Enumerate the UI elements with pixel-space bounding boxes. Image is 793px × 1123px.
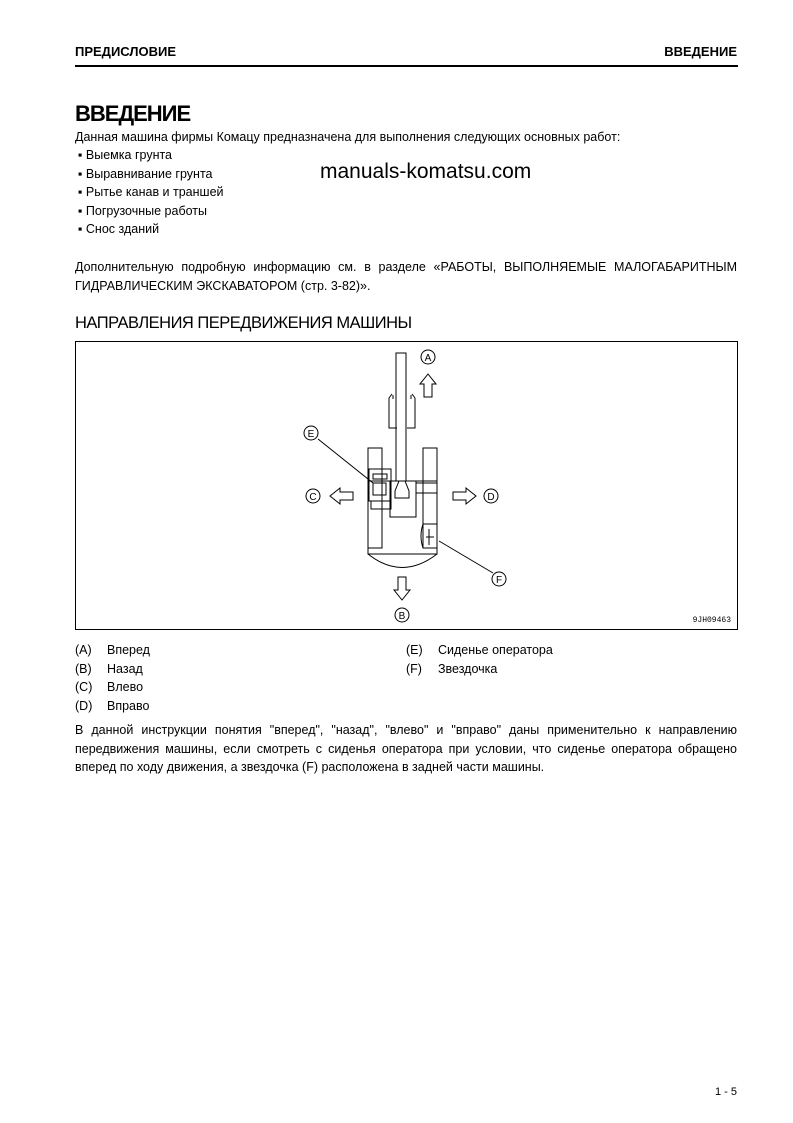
bullet-list: ▪ Выемка грунта ▪ Выравнивание грунта ▪ … [78, 146, 224, 239]
label-f: F [496, 575, 502, 586]
leader-e [317, 438, 374, 484]
header-rule [75, 65, 738, 67]
intro-text: Данная машина фирмы Комацу предназначена… [75, 130, 621, 144]
list-item: ▪ Выемка грунта [78, 148, 173, 162]
label-c-circle [305, 488, 321, 504]
header-section: ПРЕДИСЛОВИЕ [75, 44, 176, 59]
more-info-text: Дополнительную подробную информацию см. … [75, 260, 737, 293]
legend-item: (D)Вправо [75, 698, 150, 713]
list-item: ▪ Снос зданий [78, 222, 160, 236]
arrow-forward-icon [418, 373, 438, 398]
legend-item: (C)Влево [75, 680, 144, 694]
page-title: ВВЕДЕНИЕ [75, 101, 191, 126]
legend-left: (A)Вперед (B)Назад (C)Влево (D)Вправо [75, 641, 150, 715]
list-item: ▪ Рытье канав и траншей [78, 185, 224, 199]
legend-item: (F)Звездочка [406, 661, 498, 676]
figure-frame: A B C D E F 9JH09463 [75, 341, 738, 630]
legend-right: (E)Сиденье оператора (F)Звездочка [406, 641, 553, 678]
seat-back [372, 473, 388, 480]
list-item: ▪ Погрузочные работы [78, 203, 208, 218]
watermark: manuals-komatsu.com [320, 160, 532, 183]
seat-cushion [372, 482, 387, 496]
section-title: НАПРАВЛЕНИЯ ПЕРЕДВИЖЕНИЯ МАШИНЫ [75, 314, 412, 332]
arrow-left-icon [329, 486, 354, 506]
boom [395, 352, 407, 482]
swing-bracket [389, 480, 417, 518]
legend-item: (A)Вперед [75, 643, 150, 657]
arrow-backward-icon [392, 576, 412, 601]
sprocket-housing [420, 523, 437, 549]
sprocket [426, 529, 434, 545]
label-d-circle [483, 488, 499, 504]
figure-id: 9JH09463 [692, 616, 731, 625]
label-b: B [399, 611, 406, 622]
body-panel [415, 482, 438, 494]
legend-item: (E)Сиденье оператора [406, 643, 553, 657]
label-a: A [425, 353, 432, 364]
label-c: C [309, 492, 316, 503]
leader-f [438, 540, 494, 574]
label-e: E [308, 429, 315, 440]
label-f-circle [491, 571, 507, 587]
seat-base [370, 500, 392, 510]
page-number: 1 - 5 [714, 1086, 737, 1098]
header-chapter: ВВЕДЕНИЕ [664, 44, 737, 59]
boom-foot [394, 480, 410, 499]
list-item: ▪ Выравнивание грунта [78, 166, 213, 181]
counterweight [367, 553, 438, 568]
right-track [422, 447, 438, 549]
label-d: D [487, 492, 494, 503]
label-e-circle [303, 425, 319, 441]
excavator-diagram: A B C D E F [303, 349, 507, 623]
legend-item: (B)Назад [75, 661, 143, 676]
left-track [367, 447, 383, 549]
arrow-right-icon [452, 486, 477, 506]
label-a-circle [420, 349, 436, 365]
arm-cylinders [388, 393, 416, 429]
label-b-circle [394, 607, 410, 623]
explanation-text: В данной инструкции понятия "вперед", "н… [75, 723, 737, 774]
